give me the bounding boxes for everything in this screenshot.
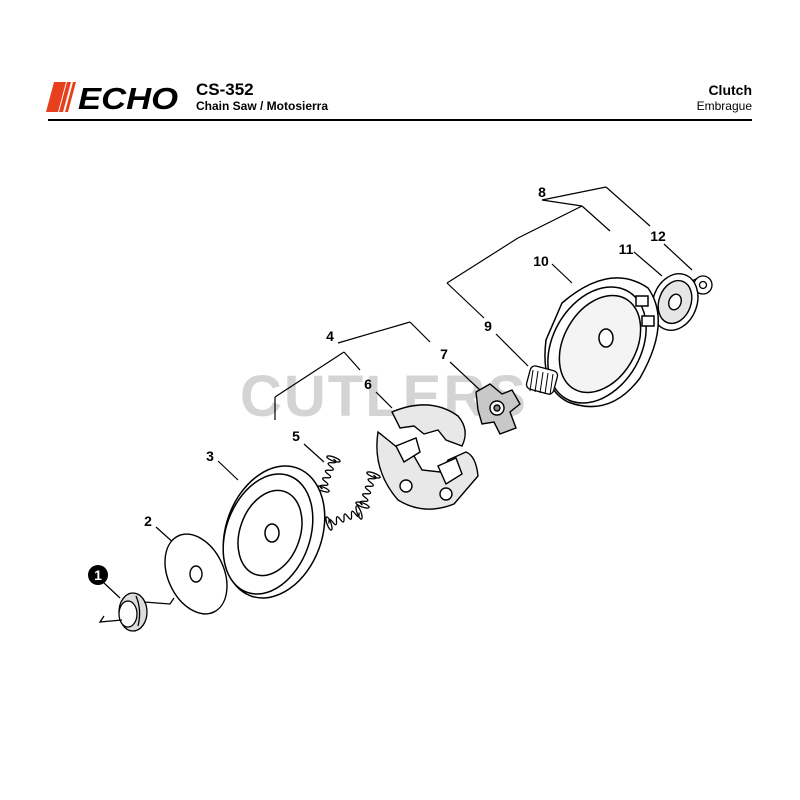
section-title: Clutch <box>708 82 752 98</box>
callout-labels: 1 2 3 4 5 6 7 8 9 10 11 12 <box>88 184 666 585</box>
callout-4: 4 <box>326 328 334 344</box>
callout-11: 11 <box>619 241 634 257</box>
callout-12: 12 <box>650 228 666 244</box>
callout-7: 7 <box>440 346 448 362</box>
svg-text:ECHO: ECHO <box>78 82 178 112</box>
callout-1-badge <box>88 565 108 585</box>
needle-bearing-part <box>525 365 559 396</box>
plate-washer-part <box>164 533 228 615</box>
clutch-plate-part <box>222 465 326 599</box>
section-subtitle: Embrague <box>696 99 752 113</box>
callout-1: 1 <box>94 567 102 583</box>
callout-8: 8 <box>538 184 546 200</box>
callout-2: 2 <box>144 513 152 529</box>
clutch-hub-part <box>475 383 521 435</box>
callout-10: 10 <box>533 253 549 269</box>
callout-6: 6 <box>364 376 372 392</box>
callout-5: 5 <box>292 428 300 444</box>
clutch-drum-part <box>544 277 659 408</box>
header-divider <box>48 119 752 121</box>
model-number: CS-352 <box>196 80 254 99</box>
pawl-spring-part <box>98 592 175 632</box>
page-header: ECHO CS-352 Chain Saw / Motosierra Clutc… <box>0 0 800 122</box>
echo-logo: ECHO <box>46 82 178 112</box>
callout-3: 3 <box>206 448 214 464</box>
callout-9: 9 <box>484 318 492 334</box>
clutch-shoes-part <box>376 404 479 510</box>
washer-part <box>651 273 699 331</box>
model-subtitle: Chain Saw / Motosierra <box>196 99 329 113</box>
